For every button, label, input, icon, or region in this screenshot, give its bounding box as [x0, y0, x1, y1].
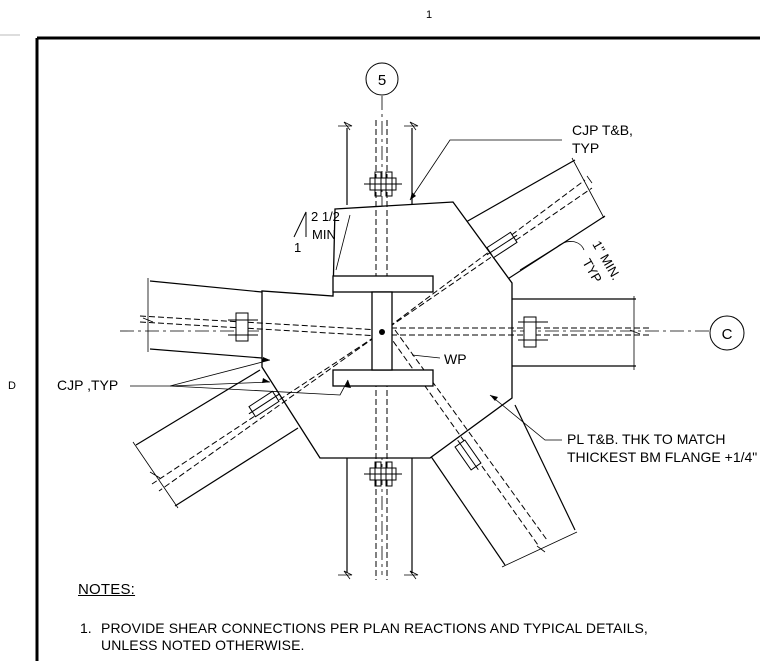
work-point-dot [379, 329, 385, 335]
slope-symbol: 2 1/2 MIN 1 [293, 209, 351, 271]
bolt-group-right [518, 316, 548, 348]
sheet-column-label: 1 [426, 9, 433, 21]
bolt-group-bottom [364, 461, 402, 487]
bolt-groups [228, 171, 548, 487]
note-line-1: PROVIDE SHEAR CONNECTIONS PER PLAN REACT… [101, 620, 648, 636]
cjp-tb-label: CJP T&B, [572, 122, 633, 138]
grid-label-5: 5 [378, 72, 386, 89]
bolt-group-top [364, 171, 402, 197]
beam-right [512, 296, 641, 370]
cjp-typ-label: CJP ,TYP [57, 377, 118, 393]
beam-lower-left [132, 369, 299, 509]
notes-heading: NOTES: [78, 581, 136, 598]
cjp-tb-typ-label: TYP [572, 140, 599, 156]
slope-rise-text: 2 1/2 [311, 209, 340, 224]
plate-label-line2: THICKEST BM FLANGE +1/4" [567, 449, 757, 465]
grid-bubble-c: C [709, 315, 745, 351]
beam-bottom [338, 458, 419, 580]
plate-label-line1: PL T&B. THK TO MATCH [567, 431, 725, 447]
grid-label-c: C [722, 326, 733, 343]
note-line-2: UNLESS NOTED OTHERWISE. [101, 637, 305, 653]
bolt-group-lower-right [454, 439, 482, 471]
beam-top [338, 121, 419, 205]
slope-run-text: 1 [294, 240, 301, 255]
beam-lower-right [429, 404, 578, 568]
grid-bubble-5: 5 [365, 62, 399, 96]
bolt-group-upper-right [486, 231, 518, 259]
beam-left [142, 278, 263, 359]
bolt-group-left [228, 312, 258, 342]
wp-label: WP [444, 351, 467, 367]
member-workline-dashes [139, 120, 650, 580]
bolt-group-lower-left [248, 390, 280, 418]
sheet-row-label: D [8, 380, 16, 392]
note-number: 1. [80, 620, 92, 636]
leader-arrowheads [262, 192, 498, 401]
slope-min-text: MIN [312, 227, 336, 242]
leader-lines [130, 139, 585, 441]
